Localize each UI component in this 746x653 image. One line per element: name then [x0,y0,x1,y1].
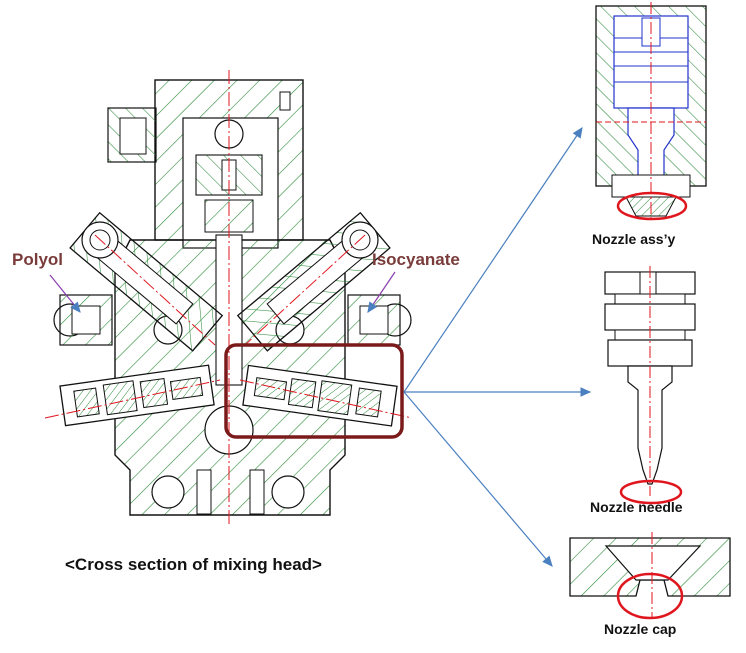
highlight-box [224,343,404,439]
nozzle-needle-drawing [604,266,696,505]
nozzle-assy-label: Nozzle ass’y [592,231,676,247]
figure-caption: <Cross section of mixing head> [65,555,322,574]
nozzle-cap-label: Nozzle cap [604,621,677,637]
isocyanate-label: Isocyanate [372,250,460,269]
mixing-head-cross-section [44,70,413,525]
callout-arrows [403,127,592,567]
nozzle-assembly-drawing [595,2,707,222]
polyol-label: Polyol [12,250,64,269]
nozzle-cap-drawing [569,532,731,620]
nozzle-needle-label: Nozzle needle [590,499,683,515]
